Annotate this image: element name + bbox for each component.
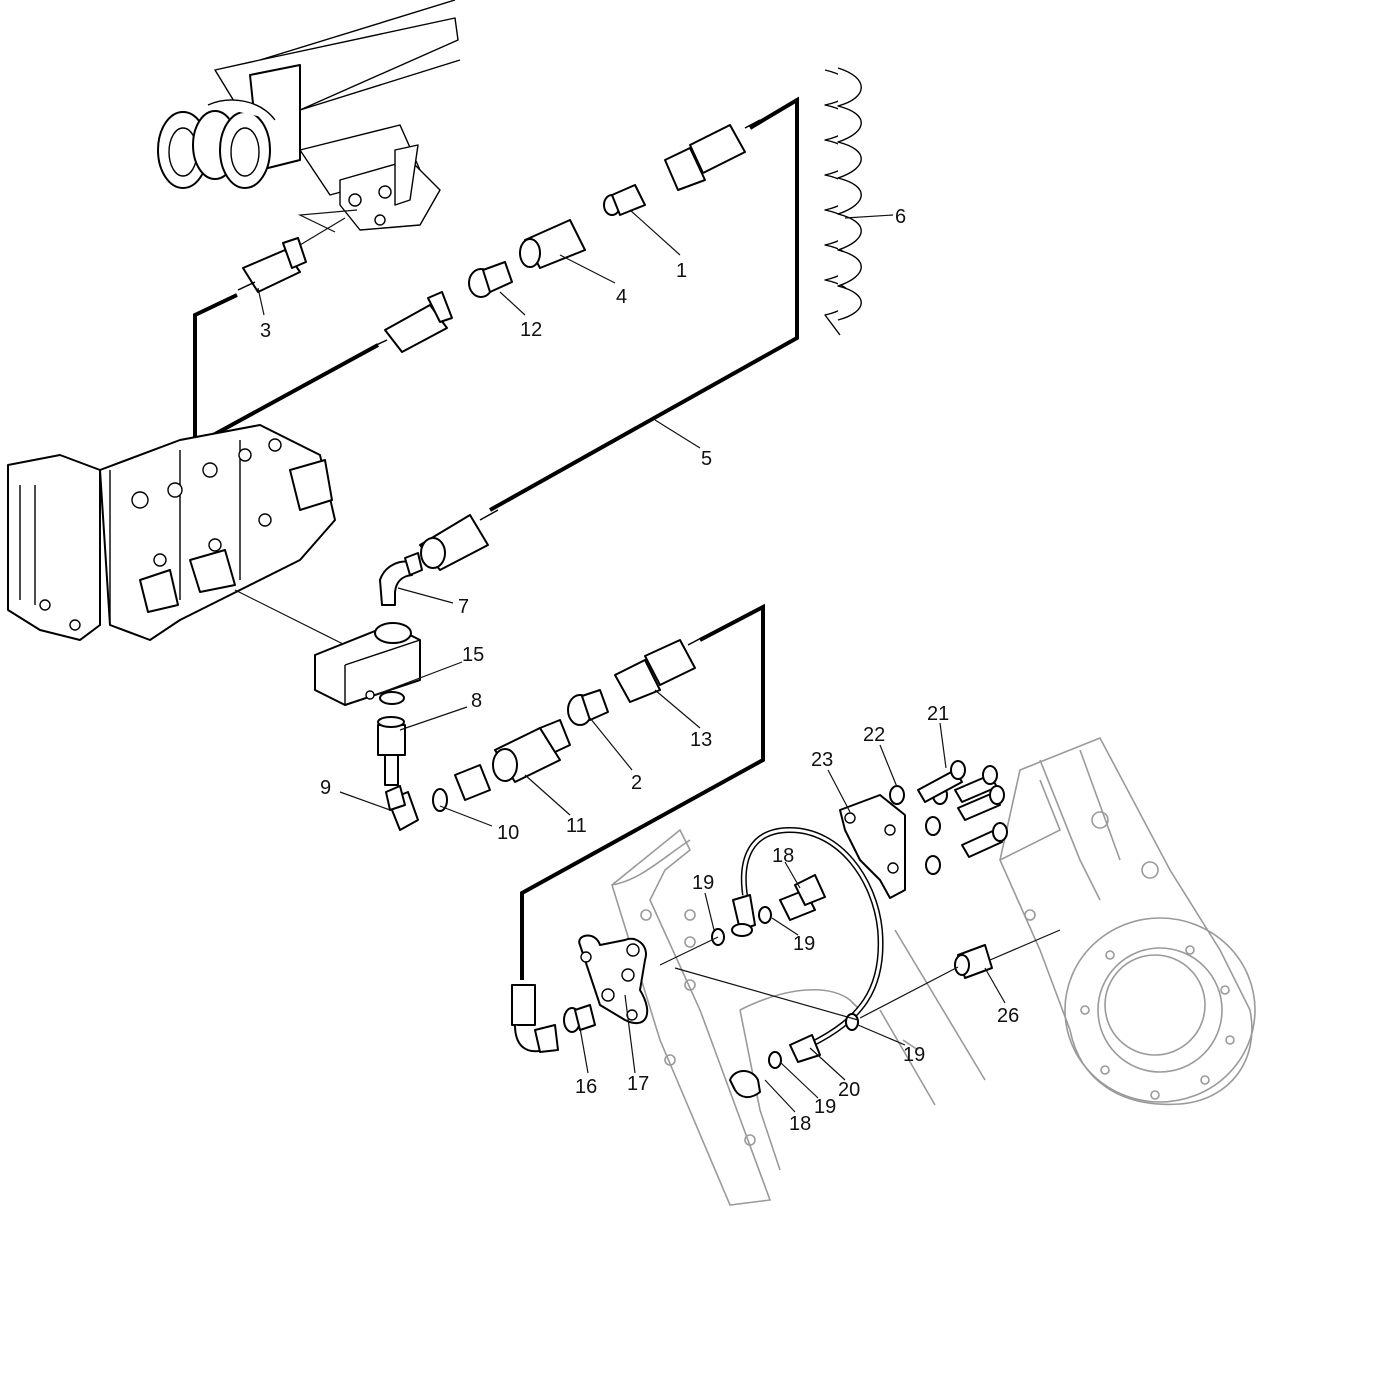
elbow-fitting-7: [379, 552, 423, 606]
bolts-21: [917, 760, 1008, 858]
banjo-bolt-18: [779, 874, 826, 921]
callout-11: 11: [566, 815, 587, 837]
bracket-plate-17: [578, 934, 649, 1025]
adapter-26: [954, 944, 993, 979]
callout-7: 7: [458, 596, 469, 618]
fitting-1: [603, 184, 646, 216]
fitting-16: [563, 1004, 596, 1033]
callout-22: 22: [863, 724, 885, 746]
leader-lines: [257, 209, 1061, 1113]
elbow-9: [385, 785, 419, 831]
callout-10: 10: [497, 822, 519, 844]
boom-port-line: [294, 217, 346, 249]
callout-labels: 1 4 3 12 5 6 7 15 8 13 9 2 10 11 21 22 2…: [260, 206, 1019, 1135]
callout-8: 8: [471, 690, 482, 712]
elbow-fitting-right: [731, 894, 756, 937]
hose-fitting-13: [614, 635, 706, 703]
callout-23: 23: [811, 749, 833, 771]
callout-21: 21: [927, 703, 949, 725]
callout-13: 13: [690, 729, 712, 751]
ghost-hub-housing: [999, 736, 1256, 1106]
callout-19a: 19: [692, 872, 714, 894]
callout-19b: 19: [793, 933, 815, 955]
lower-hose: [520, 603, 765, 980]
callout-4: 4: [616, 286, 627, 308]
hose-fitting-mid: [419, 509, 499, 571]
valve-leader: [234, 589, 346, 646]
callout-1: 1: [676, 260, 687, 282]
fitting-12: [468, 261, 513, 298]
callout-6: 6: [895, 206, 906, 228]
fitting-4: [519, 219, 586, 269]
thin-hose-core: [742, 828, 883, 1047]
spiral-guard-6: [824, 67, 862, 336]
callout-19c: 19: [903, 1044, 925, 1066]
hose-fitting-upper-right: [664, 119, 761, 191]
boom-assembly: [157, 0, 461, 231]
hose-fitting-upper-left: [369, 291, 453, 353]
callout-2: 2: [631, 772, 642, 794]
hose-end-elbow: [511, 984, 559, 1053]
fitting-2: [567, 689, 609, 726]
fitting-8: [377, 716, 406, 786]
callout-18a: 18: [772, 845, 794, 867]
washer-19b: [758, 906, 772, 924]
hose-5: [489, 96, 799, 512]
callout-18b: 18: [789, 1113, 811, 1135]
callout-20: 20: [838, 1079, 860, 1101]
callout-5: 5: [701, 448, 712, 470]
control-valve-bank: [7, 424, 336, 641]
bracket-23: [839, 794, 906, 899]
callout-17: 17: [627, 1073, 649, 1095]
callout-12: 12: [520, 319, 542, 341]
callout-16: 16: [575, 1076, 597, 1098]
hose-3-run: [193, 293, 379, 449]
coupling-11: [492, 719, 571, 783]
hose-fitting-3: [237, 237, 307, 293]
callout-3: 3: [260, 320, 271, 342]
callout-15: 15: [462, 644, 484, 666]
callout-26: 26: [997, 1005, 1019, 1027]
callout-19d: 19: [814, 1096, 836, 1118]
callout-9: 9: [320, 777, 331, 799]
o-ring-15: [379, 691, 405, 705]
clamp-block: [314, 622, 421, 706]
ghost-frame-plate: [611, 828, 986, 1206]
fitting-10: [432, 764, 491, 812]
